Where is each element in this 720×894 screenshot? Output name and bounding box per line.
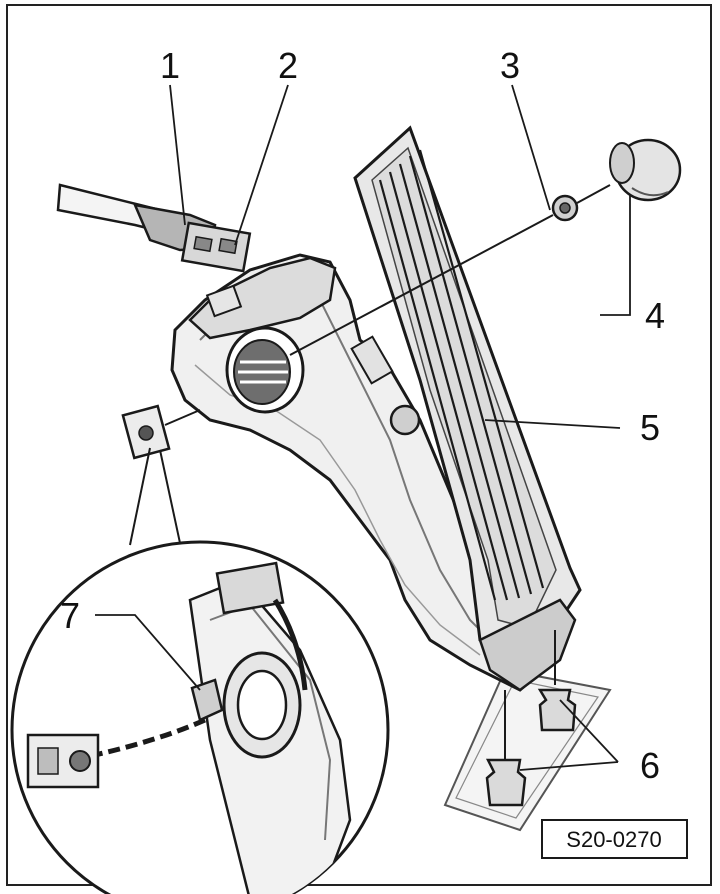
reference-code: S20-0270 — [566, 827, 661, 852]
pedal-housing — [121, 253, 558, 692]
pedal-plate — [353, 125, 582, 692]
reference-code-box: S20-0270 — [541, 819, 688, 859]
callout-2: 2 — [278, 45, 298, 86]
stud-parts — [485, 630, 577, 807]
callout-5: 5 — [640, 407, 660, 448]
cap-part — [609, 138, 682, 202]
callout-1: 1 — [160, 45, 180, 86]
connector-cable — [56, 183, 252, 273]
callout-3: 3 — [500, 45, 520, 86]
leader-lines — [95, 84, 631, 771]
callout-4: 4 — [645, 295, 665, 336]
nut-part — [551, 194, 579, 222]
detail-view — [10, 447, 390, 894]
callout-7: 7 — [60, 595, 80, 636]
floor-plate — [443, 668, 612, 832]
callout-6: 6 — [640, 745, 660, 786]
